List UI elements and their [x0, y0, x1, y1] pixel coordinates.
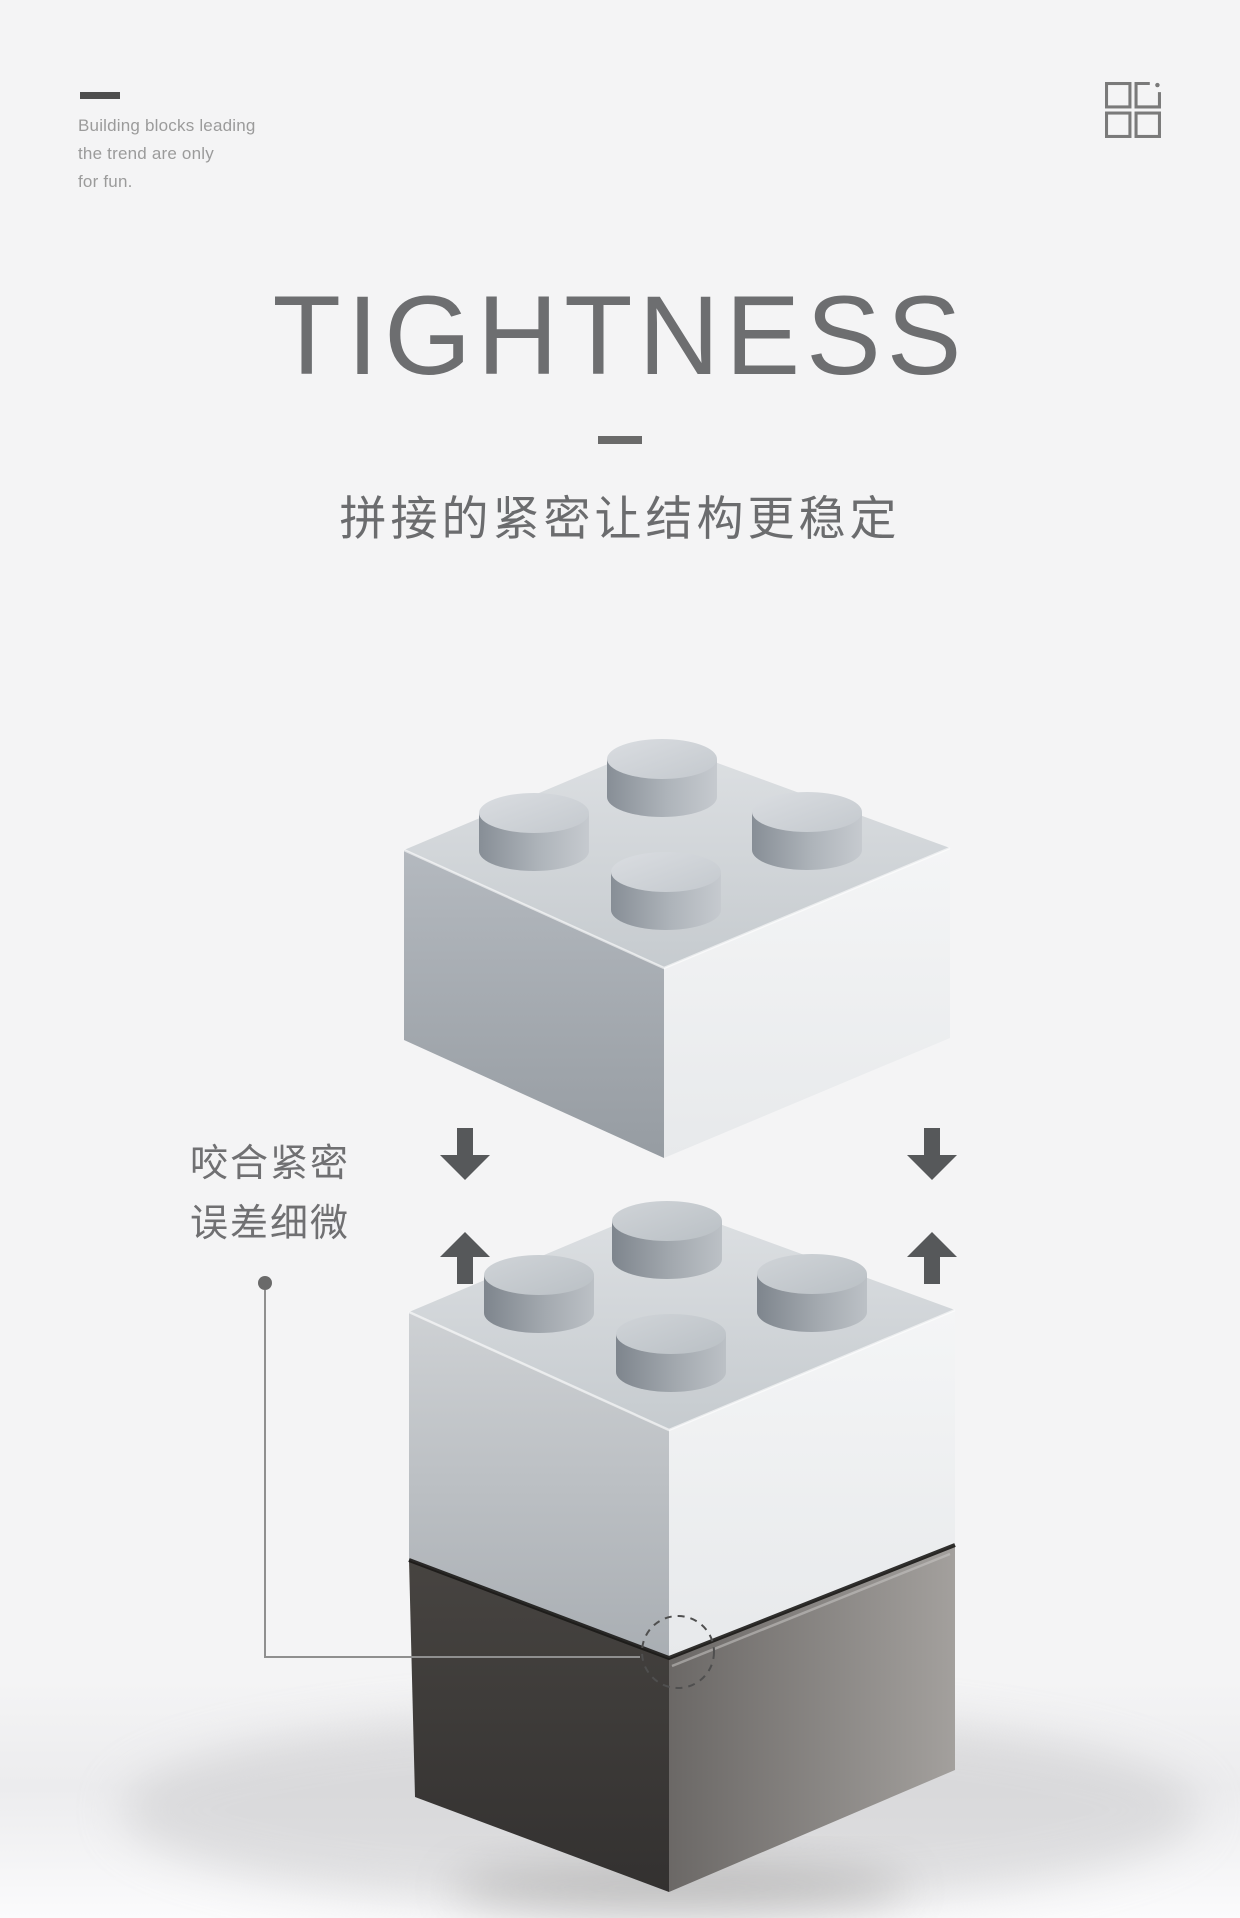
tagline-line: the trend are only [78, 144, 214, 163]
arrow-up-icon [907, 1232, 957, 1284]
tagline: Building blocks leading the trend are on… [78, 112, 256, 196]
assembly-arrows [440, 1128, 957, 1284]
arrow-up-icon [440, 1232, 490, 1284]
tagline-line: for fun. [78, 172, 133, 191]
arrow-down-icon [440, 1128, 490, 1180]
page-title: TIGHTNESS [272, 273, 968, 398]
arrow-down-icon [907, 1128, 957, 1180]
leader-line [258, 1276, 640, 1658]
middle-brick [408, 1201, 956, 1661]
four-squares-logo-icon [1105, 82, 1161, 138]
title-dash [598, 436, 642, 444]
dashed-circle-highlight [641, 1615, 715, 1689]
caption-line: 咬合紧密 [189, 1143, 350, 1185]
page-subtitle: 拼接的紧密让结构更稳定 [339, 492, 901, 545]
tagline-line: Building blocks leading [78, 116, 256, 135]
brick-seam [408, 1543, 956, 1661]
top-floating-brick [403, 739, 951, 1158]
tagline-dash [80, 92, 120, 99]
caption-line: 误差细微 [189, 1203, 350, 1245]
figure-caption: 咬合紧密 误差细微 [150, 1134, 390, 1254]
